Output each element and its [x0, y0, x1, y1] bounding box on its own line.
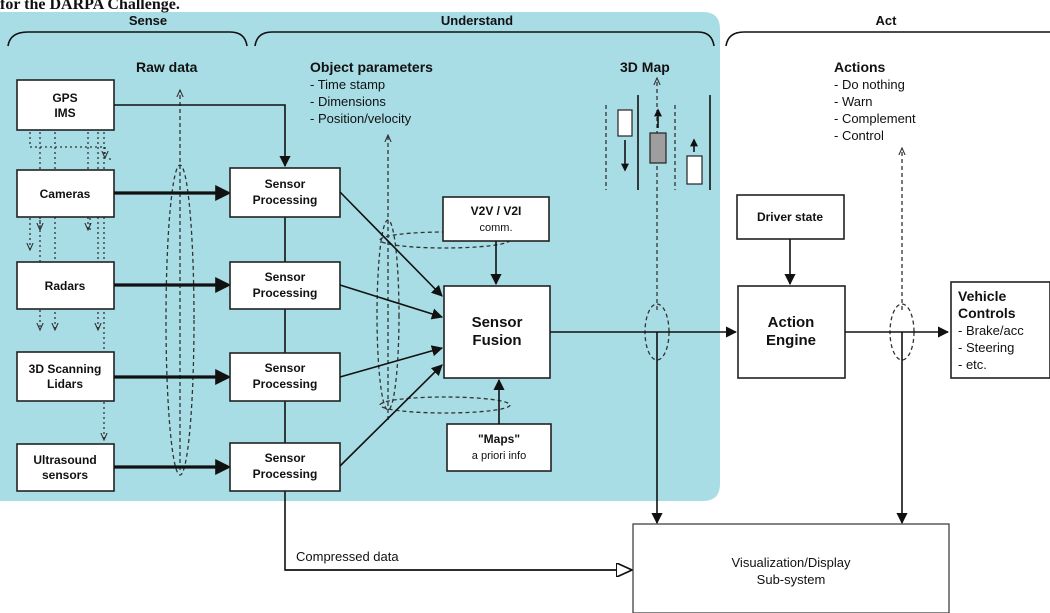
svg-text:- Brake/acc: - Brake/acc [958, 323, 1024, 338]
action-item: - Warn [834, 94, 873, 109]
svg-text:3D Scanning: 3D Scanning [29, 362, 102, 376]
processing-bus [284, 217, 632, 571]
svg-text:Processing: Processing [253, 193, 318, 207]
map-3d-lanes [605, 95, 711, 190]
section-act: Act [876, 13, 898, 28]
understand-brace [254, 31, 715, 47]
action-item: - Do nothing [834, 77, 905, 92]
raw-data-label: Raw data [136, 59, 198, 75]
svg-text:Ultrasound: Ultrasound [33, 453, 96, 467]
svg-text:Sensor: Sensor [265, 270, 306, 284]
action-engine-box: Action Engine [737, 285, 846, 379]
action-item: - Control [834, 128, 884, 143]
sense-brace [7, 31, 248, 47]
maps-input-ellipse [379, 396, 511, 414]
svg-text:Controls: Controls [958, 305, 1016, 321]
processing-to-fusion-arrow [339, 345, 444, 378]
processing-to-fusion-arrow [339, 364, 443, 467]
sensor-processing-box: Sensor Processing [229, 442, 341, 492]
svg-text:Sensor: Sensor [265, 361, 306, 375]
svg-text:"Maps": "Maps" [478, 432, 520, 446]
svg-text:V2V / V2I: V2V / V2I [471, 204, 522, 218]
svg-text:IMS: IMS [54, 106, 75, 120]
svg-text:GPS: GPS [52, 91, 77, 105]
svg-text:comm.: comm. [480, 222, 513, 234]
visualization-box: Visualization/Display Sub-system [632, 523, 950, 613]
svg-text:a priori info: a priori info [472, 450, 526, 462]
svg-text:Sensor: Sensor [472, 314, 523, 331]
actions: Actions - Do nothing - Warn - Complement… [834, 59, 916, 143]
svg-text:Sensor: Sensor [265, 451, 306, 465]
sensor-processing-box: Sensor Processing [229, 261, 341, 310]
map-3d-label: 3D Map [620, 59, 670, 75]
sensor-processing-box: Sensor Processing [229, 167, 341, 218]
svg-text:Vehicle: Vehicle [958, 288, 1006, 304]
svg-text:Processing: Processing [253, 286, 318, 300]
v2v-box: V2V / V2I comm. [442, 196, 550, 242]
svg-text:Lidars: Lidars [47, 377, 83, 391]
map-vehicle-left [617, 109, 633, 137]
svg-text:sensors: sensors [42, 468, 88, 482]
svg-text:Action: Action [768, 314, 815, 331]
ultrasound-box: Ultrasound sensors [16, 443, 115, 492]
processing-to-fusion-arrow [339, 284, 444, 320]
object-parameters-title: Object parameters [310, 59, 433, 75]
act-brace [725, 31, 1050, 47]
processing-to-fusion-arrow [339, 191, 443, 297]
driver-state-box: Driver state [736, 194, 845, 240]
maps-box: "Maps" a priori info [446, 423, 552, 472]
compressed-data-label: Compressed data [296, 549, 399, 564]
svg-text:Processing: Processing [253, 377, 318, 391]
svg-text:Cameras: Cameras [40, 187, 91, 201]
radars-box: Radars [16, 261, 115, 310]
svg-text:Sensor: Sensor [265, 177, 306, 191]
svg-text:Driver state: Driver state [757, 210, 823, 224]
object-parameter-item: - Dimensions [310, 94, 386, 109]
svg-text:- Steering: - Steering [958, 340, 1014, 355]
object-parameter-item: - Position/velocity [310, 111, 412, 126]
svg-text:Visualization/Display: Visualization/Display [732, 555, 851, 570]
svg-text:Engine: Engine [766, 332, 816, 349]
lidars-box: 3D Scanning Lidars [16, 351, 115, 402]
svg-text:Fusion: Fusion [472, 332, 521, 349]
sensor-processing-box: Sensor Processing [229, 352, 341, 402]
map-vehicle-ego [649, 132, 667, 164]
action-item: - Complement [834, 111, 916, 126]
svg-text:Sub-system: Sub-system [757, 572, 826, 587]
object-parameters: Object parameters - Time stamp - Dimensi… [310, 59, 433, 126]
gps-to-processing-arrow [114, 104, 291, 168]
sensor-fusion-box: Sensor Fusion [443, 285, 551, 379]
top-caption: for the DARPA Challenge. [0, 0, 180, 13]
vehicle-controls-box: Vehicle Controls - Brake/acc - Steering … [950, 281, 1050, 379]
section-understand: Understand [441, 13, 513, 28]
object-parameter-item: - Time stamp [310, 77, 385, 92]
object-parameters-ellipse [376, 219, 400, 411]
raw-data-ellipse [165, 164, 195, 476]
svg-text:Radars: Radars [45, 279, 86, 293]
svg-text:Processing: Processing [253, 467, 318, 481]
actions-title: Actions [834, 59, 886, 75]
gps-box: GPS IMS [16, 79, 115, 131]
svg-text:- etc.: - etc. [958, 357, 987, 372]
cameras-box: Cameras [16, 169, 115, 218]
section-sense: Sense [129, 13, 167, 28]
map-vehicle-right [686, 155, 703, 185]
